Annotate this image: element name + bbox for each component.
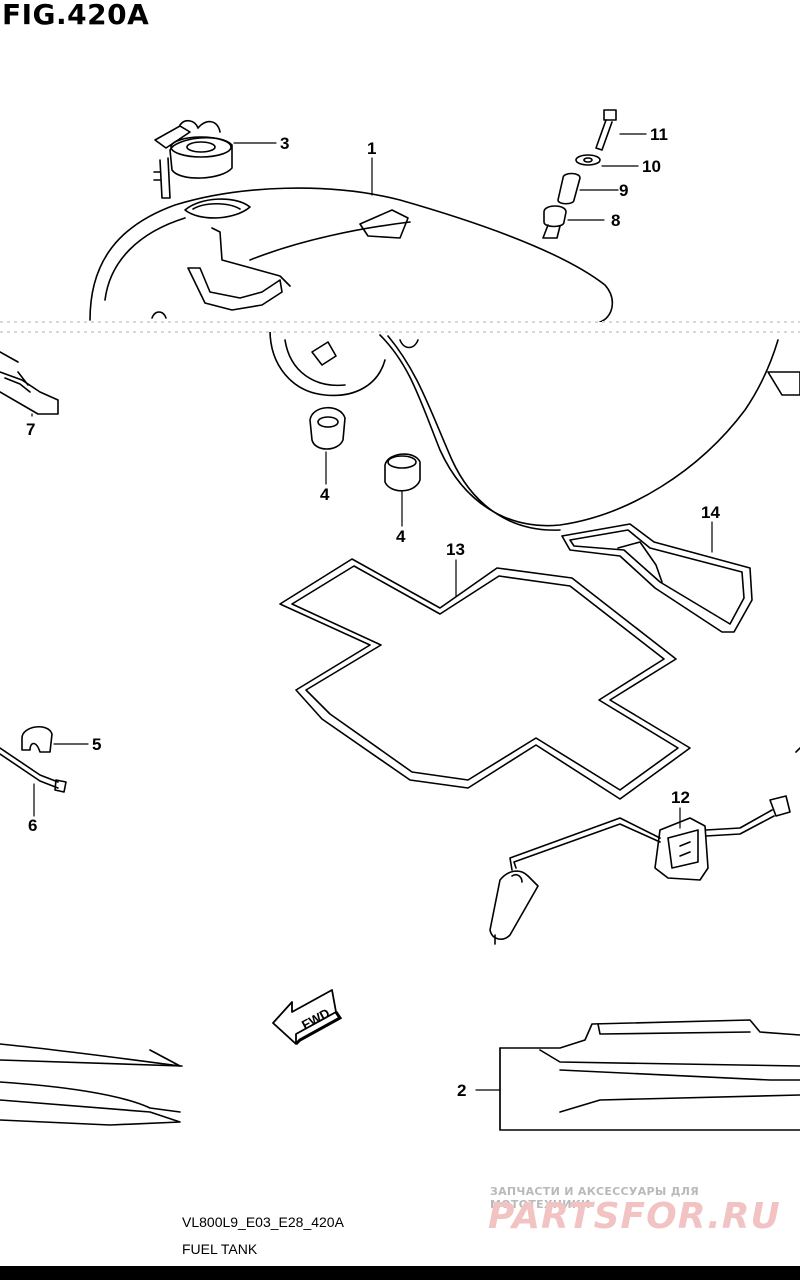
figure-name: FUEL TANK (182, 1241, 258, 1257)
decal-left (0, 1043, 183, 1126)
fuel-sender (489, 795, 791, 945)
pad-14 (561, 523, 753, 633)
callout-14: 14 (701, 503, 720, 522)
watermark-tagline: ЗАПЧАСТИ И АКСЕССУАРЫ ДЛЯ МОТОТЕХНИКИ (490, 1185, 700, 1211)
clamp-wire (0, 726, 67, 793)
leader-lines (31, 133, 713, 1131)
fuel-tank (89, 187, 614, 323)
callout-4a: 4 (320, 485, 330, 504)
callout-2: 2 (457, 1081, 466, 1100)
rubber-plugs (309, 406, 421, 492)
fuel-cap (153, 119, 233, 199)
pad-13 (279, 558, 691, 800)
model-code: VL800L9_E03_E28_420A (182, 1214, 344, 1230)
callouts: 1 2 3 4 4 5 6 7 8 9 10 11 12 13 14 (26, 125, 720, 1100)
bottom-bar (0, 1266, 800, 1280)
fwd-arrow: FWD (272, 989, 343, 1046)
bolt-stack (542, 109, 617, 239)
callout-6: 6 (28, 816, 37, 835)
figure-title: FIG.420A (2, 0, 150, 31)
callout-4b: 4 (396, 527, 406, 546)
callout-13: 13 (446, 540, 465, 559)
scan-tear (0, 321, 800, 333)
callout-5: 5 (92, 735, 101, 754)
side-bracket (0, 351, 59, 415)
edge-fragment (795, 747, 800, 753)
callout-3: 3 (280, 134, 289, 153)
callout-8: 8 (611, 211, 620, 230)
fuel-tank-lower (269, 329, 800, 531)
callout-10: 10 (642, 157, 661, 176)
watermark-logo: PARTSFOR.RU (488, 1196, 781, 1237)
callout-7: 7 (26, 420, 35, 439)
callout-11: 11 (650, 125, 668, 144)
callout-12: 12 (671, 788, 690, 807)
decal-right (499, 1019, 800, 1131)
callout-1: 1 (367, 139, 376, 158)
callout-9: 9 (619, 181, 628, 200)
